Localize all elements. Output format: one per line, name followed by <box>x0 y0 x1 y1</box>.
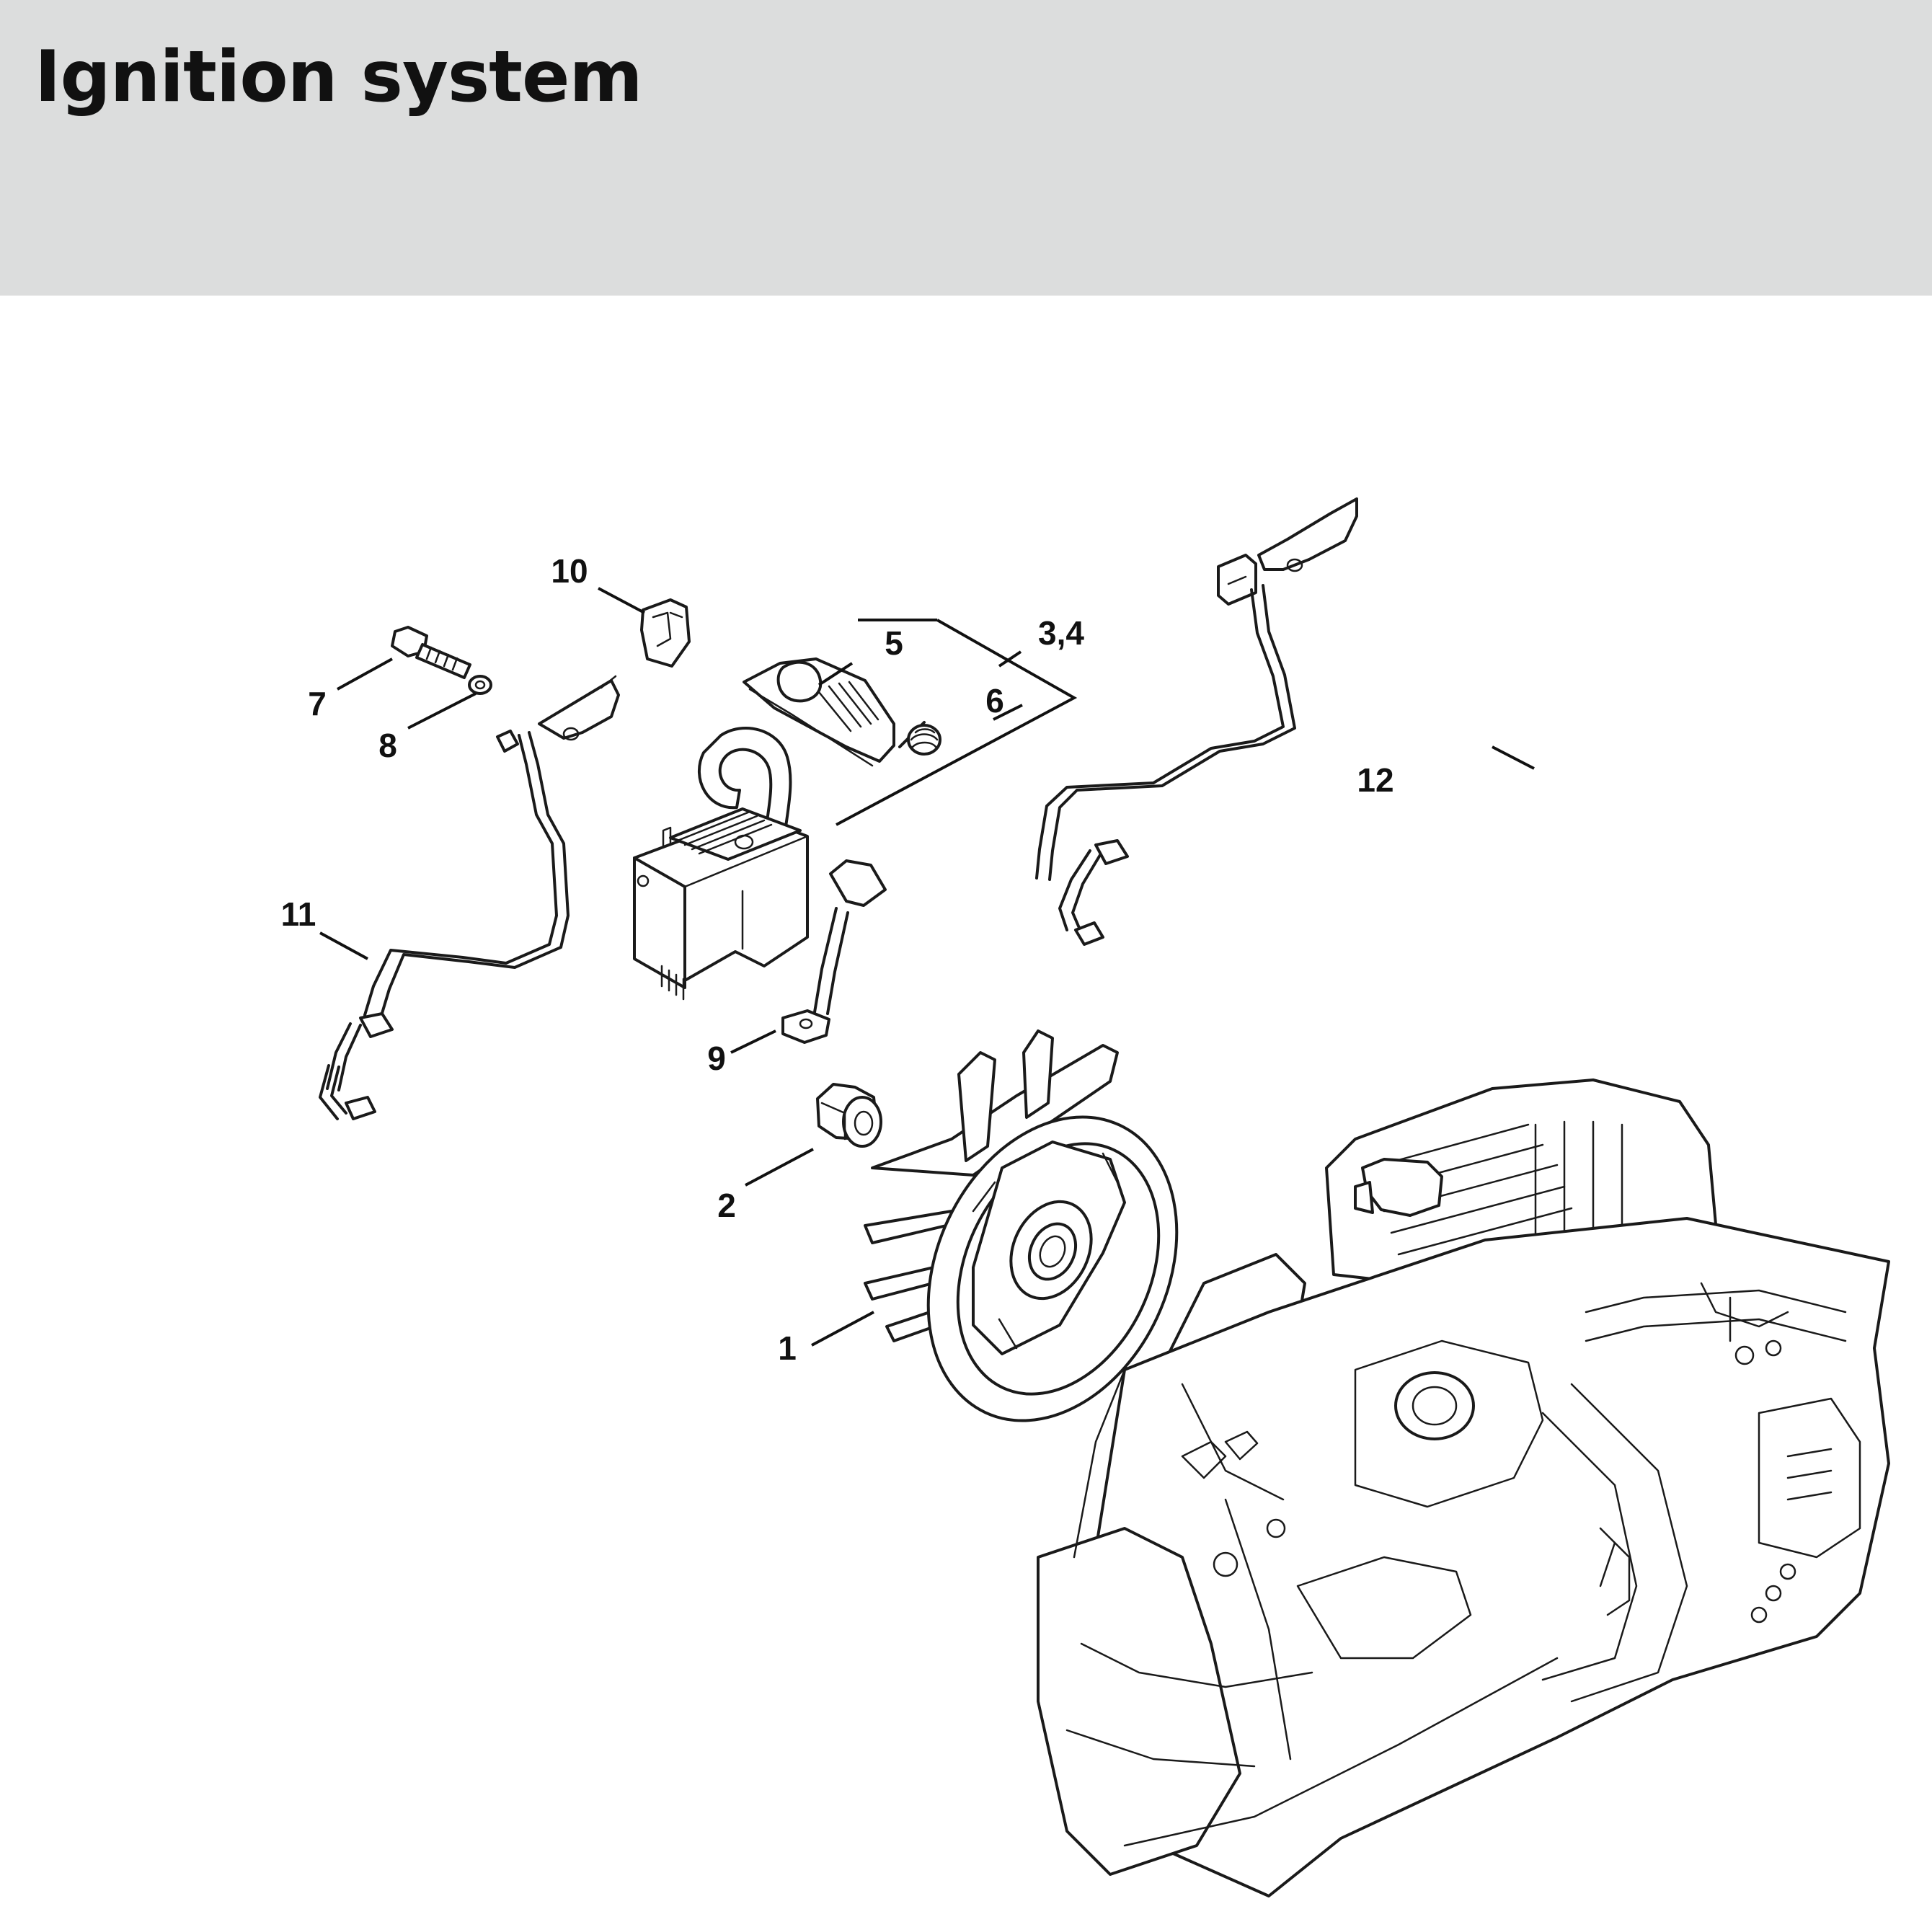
callout-9: 9 <box>707 1040 726 1077</box>
callout-3-4: 3,4 <box>1038 614 1084 652</box>
callout-labels: 1 2 3,4 5 6 7 8 9 10 11 12 <box>281 552 1394 1367</box>
callout-10: 10 <box>551 552 588 590</box>
part-spring <box>898 721 941 756</box>
callout-8: 8 <box>378 727 397 764</box>
engine-crankcase-drawing <box>1037 1078 1890 1897</box>
leader-lines <box>319 587 1535 1347</box>
callout-2: 2 <box>717 1187 736 1224</box>
callout-11: 11 <box>281 895 316 933</box>
part-ignition-module <box>633 727 809 1001</box>
part-short-circuit-wire-right <box>1035 497 1358 946</box>
callout-5: 5 <box>885 624 903 662</box>
page-title: Ignition system <box>35 36 643 118</box>
part-washer <box>468 675 492 695</box>
header-band <box>0 0 1932 296</box>
part-short-circuit-wire-left <box>319 675 620 1120</box>
part-flywheel <box>864 1029 1179 1422</box>
callout-7: 7 <box>308 685 327 722</box>
part-ignition-shroud <box>743 657 895 767</box>
part-ground-wire <box>781 859 887 1044</box>
callout-1: 1 <box>778 1329 797 1367</box>
part-nut <box>816 1083 882 1148</box>
part-screw <box>391 626 471 679</box>
part-clip <box>640 598 691 668</box>
callout-6: 6 <box>985 682 1004 719</box>
callout-12: 12 <box>1357 761 1393 799</box>
